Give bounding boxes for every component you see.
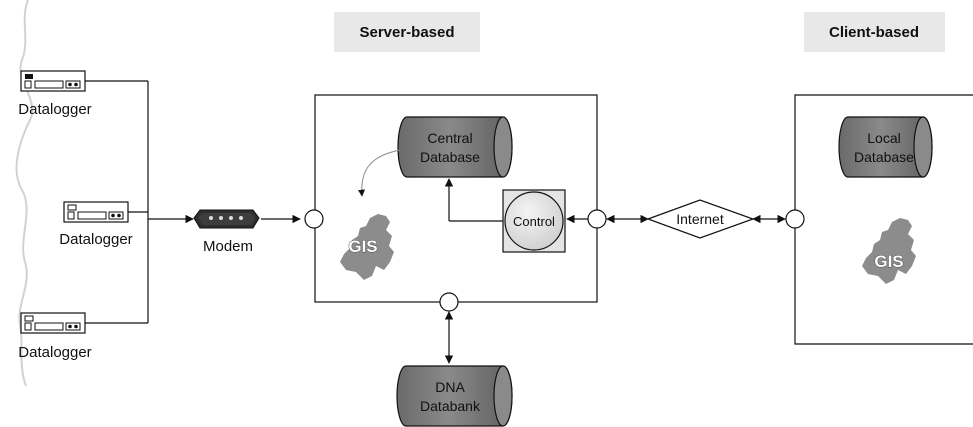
local-database-label-2: Database bbox=[854, 149, 914, 165]
modem-label: Modem bbox=[203, 238, 253, 255]
datalogger-icon bbox=[20, 70, 86, 92]
local-database-label-1: Local bbox=[867, 130, 900, 146]
database-to-gis-arrow bbox=[358, 149, 401, 197]
datalogger-label: Datalogger bbox=[59, 231, 132, 248]
internet-label: Internet bbox=[676, 211, 724, 227]
control-to-database-arrow bbox=[444, 178, 503, 222]
server-bottom-connector-icon bbox=[439, 292, 459, 312]
central-database-cylinder-icon bbox=[397, 116, 513, 178]
server-based-header: Server-based bbox=[334, 12, 480, 52]
gis-map-icon bbox=[862, 218, 916, 284]
gis-label: GIS bbox=[874, 252, 903, 271]
gis-label: GIS bbox=[348, 237, 377, 256]
server-output-connector-icon bbox=[587, 209, 607, 229]
central-database-label-2: Database bbox=[420, 149, 480, 165]
datalogger-label: Datalogger bbox=[18, 344, 91, 361]
datalogger-icon bbox=[20, 312, 86, 334]
central-database-label-1: Central bbox=[427, 130, 472, 146]
dna-databank-label-2: Databank bbox=[420, 398, 481, 414]
control-label: Control bbox=[513, 214, 555, 229]
dna-databank-cylinder-icon bbox=[396, 365, 513, 427]
datalogger-bus-connector bbox=[85, 80, 194, 324]
river-line bbox=[15, 0, 34, 387]
gis-map-icon bbox=[340, 214, 394, 280]
local-database-cylinder-icon bbox=[838, 116, 933, 178]
dna-databank-label-1: DNA bbox=[435, 379, 465, 395]
modem-icon bbox=[193, 209, 260, 229]
client-input-connector-icon bbox=[785, 209, 805, 229]
server-input-connector-icon bbox=[304, 209, 324, 229]
svg-text:Server-based: Server-based bbox=[359, 24, 454, 41]
datalogger-icon bbox=[63, 201, 129, 223]
datalogger-label: Datalogger bbox=[18, 101, 91, 118]
client-based-header: Client-based bbox=[804, 12, 945, 52]
control-box bbox=[502, 189, 566, 253]
svg-text:Client-based: Client-based bbox=[829, 24, 919, 41]
